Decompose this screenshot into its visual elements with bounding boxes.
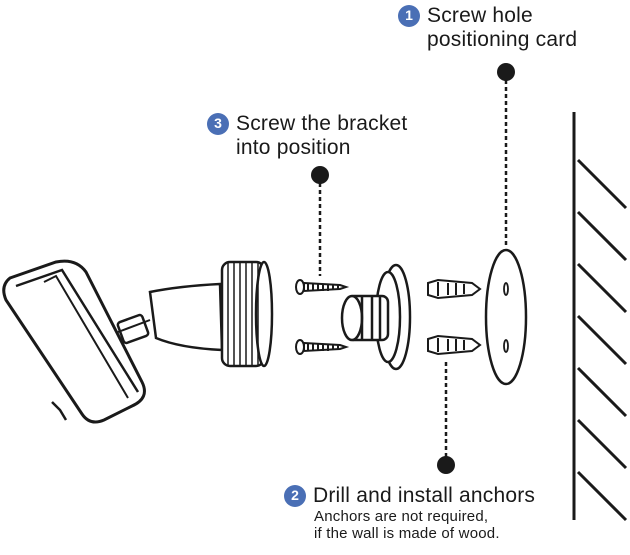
anchor-icon <box>427 278 482 300</box>
step-2-label: 2 Drill and install anchors Anchors are … <box>284 484 535 543</box>
step-number-badge: 2 <box>284 485 306 507</box>
anchor-icon <box>427 334 482 356</box>
leader-line-step-1 <box>497 63 515 248</box>
screw-icon <box>295 279 350 295</box>
step-2-note-line-2: if the wall is made of wood. <box>314 525 500 543</box>
step-number-badge: 3 <box>207 113 229 135</box>
wall-icon <box>572 112 628 522</box>
leader-line-step-3 <box>311 166 329 276</box>
step-3-title-line-1: Screw the bracket <box>236 112 408 135</box>
positioning-card-icon <box>484 248 528 386</box>
screw-icon <box>295 339 350 355</box>
step-3-title-line-2: into position <box>236 135 351 159</box>
wall-mount-icon <box>340 263 412 371</box>
step-1-title-line-1: Screw hole <box>427 4 533 27</box>
leader-line-step-2 <box>437 362 455 474</box>
camera-icon <box>2 259 146 424</box>
step-2-note-line-1: Anchors are not required, <box>314 507 489 525</box>
step-3-label: 3 Screw the bracket into position <box>207 112 407 159</box>
step-1-label: 1 Screw hole positioning card <box>398 4 577 51</box>
step-1-title-line-2: positioning card <box>427 27 578 51</box>
bracket-icon <box>116 260 274 368</box>
step-number-badge: 1 <box>398 5 420 27</box>
step-2-title: Drill and install anchors <box>313 484 536 507</box>
